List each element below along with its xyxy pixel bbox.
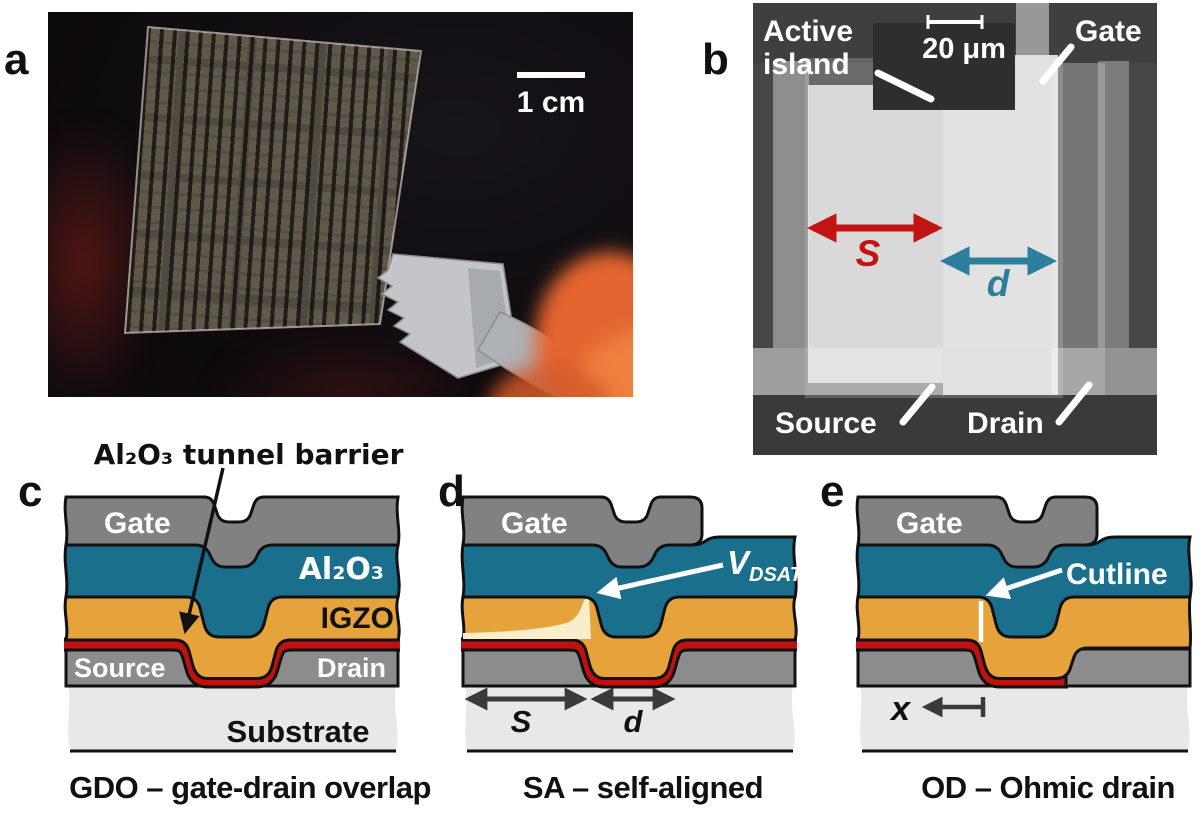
e-source-block [856,647,996,688]
b-bottom-dark-band [753,395,1157,455]
d-tunnel-barrier-layer [461,640,797,686]
panel-b-micrograph: Active island 20 μm Gate S d Source Drai… [753,3,1157,455]
scale-bar-a-label: 1 cm [516,86,586,119]
fingers [490,252,633,397]
e-cutline-arrow [985,567,1063,600]
photo-overlay [123,25,633,397]
b-island-notch [873,23,1015,110]
b-bottom-band-right [1051,348,1157,395]
d-vdsat-main: V [727,544,750,581]
d-vdsat-label: VDSAT [727,544,802,587]
b-drain-label: Drain [967,407,1044,440]
c-drain-label: Drain [317,653,386,683]
e-drain-block [1064,647,1192,688]
b-left-metal-strip [773,61,809,351]
e-gate-label: Gate [896,507,963,540]
caption-gdo: GDO – gate-drain overlap [69,770,431,805]
c-gate-label: Gate [104,507,171,540]
e-tunnel-barrier-layer [856,640,1068,686]
c-source-label: Source [74,653,166,683]
patterned-chip [125,27,421,333]
e-gate-layer [855,495,1099,569]
c-tunnel-barrier-arrow [179,467,225,635]
e-cutline-label: Cutline [1066,558,1168,591]
c-al2o3-layer [63,543,401,639]
panel-letter-c: c [18,467,43,516]
d-s-label: S [511,704,532,739]
panel-letter-e: e [820,467,845,516]
b-drain-overlay [1053,63,1105,395]
b-gate-pointer-line [1039,43,1075,85]
b-drain-pointer-line [1055,381,1093,426]
panel-letter-b: b [702,35,729,84]
d-drain-block [657,647,797,688]
caption-sa: SA – self-aligned [522,770,764,805]
e-x-label: x [889,690,912,728]
b-island-pointer-line [874,69,935,103]
b-d-label: d [986,263,1010,304]
e-al2o3-layer [855,535,1193,639]
finger-shadow [490,364,610,397]
c-tunnel-barrier-layer [64,640,400,686]
b-scale-bar-label: 20 μm [922,33,1006,65]
c-gate-layer [63,495,401,569]
c-tunnel-barrier-label: Al₂O₃ tunnel barrier [93,438,404,471]
b-active-island-label: Active island [763,15,854,81]
scale-bar-a [517,72,585,78]
d-d-label: d [624,704,644,739]
panel-letter-a: a [4,35,29,84]
panel-c-diagram: Gate Al₂O₃ IGZO Source Drain Substrate [63,467,401,753]
b-gate-label: Gate [1075,15,1142,48]
chip-edge-highlight [123,25,423,335]
d-vdsat-sub: DSAT [749,564,802,586]
caption-od: OD – Ohmic drain [921,770,1175,805]
d-gate-label: Gate [501,507,568,540]
b-annotations [807,15,1093,426]
panel-d-diagram: Gate S d [460,495,798,753]
b-source-pointer-line [899,383,936,426]
d-gate-layer [460,495,704,569]
b-source-label: Source [775,407,877,440]
c-al2o3-label: Al₂O₃ [299,552,384,587]
b-gate-line [1016,3,1049,395]
d-source-block [461,647,601,688]
b-right-metal-strip [1098,61,1129,351]
panel-e-diagram: Gate x [855,495,1193,753]
panel-a-photo: 1 cm [48,12,633,397]
d-pinchoff-region [463,597,591,639]
panel-letter-d: d [438,467,465,516]
c-substrate-layer [68,686,398,751]
d-vdsat-arrow [596,562,724,600]
c-igzo-label: IGZO [321,602,394,635]
c-substrate-label: Substrate [227,714,370,749]
b-s-label: S [855,233,881,274]
